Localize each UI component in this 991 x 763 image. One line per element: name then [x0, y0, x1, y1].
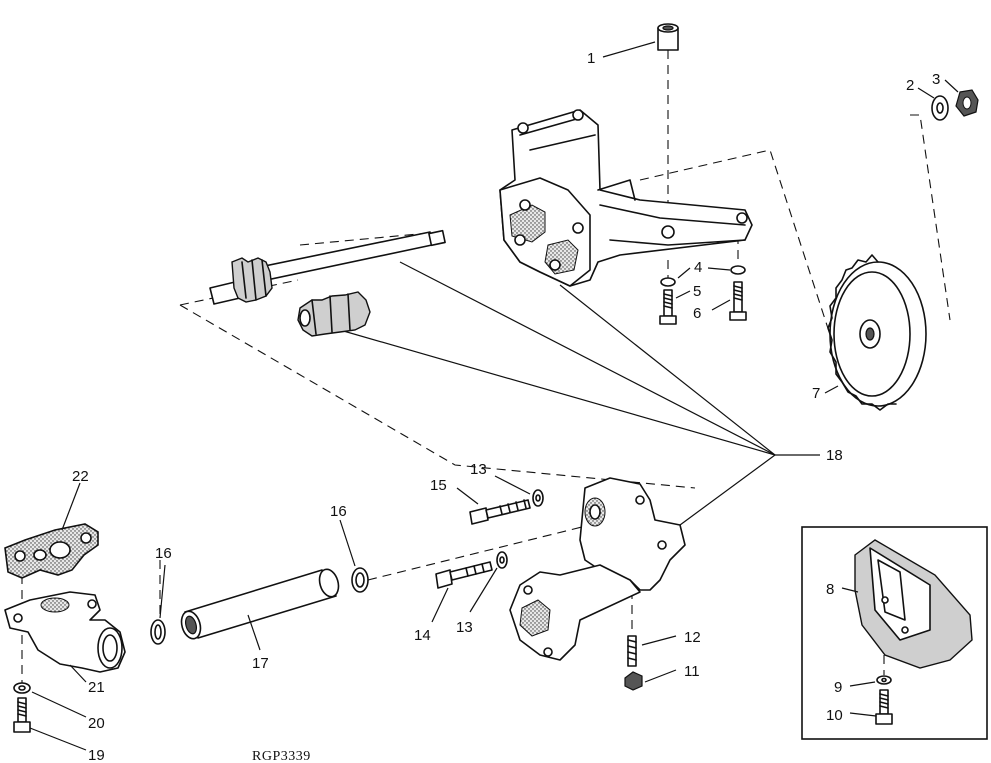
part-6-screw [711, 281, 747, 321]
callout-17: 17 [252, 655, 269, 672]
callout-21: 21 [88, 679, 105, 696]
part-16-ring-left [150, 564, 166, 645]
part-15-bolt [456, 487, 531, 525]
part-12-stud [627, 635, 677, 667]
callout-16-right: 16 [330, 503, 347, 520]
callout-22: 22 [72, 468, 89, 485]
part-4-washers [660, 265, 746, 287]
part-11-nut [624, 669, 677, 691]
part-14-bolt [431, 561, 493, 623]
callout-13-upper: 13 [470, 461, 487, 478]
drive-shaft-gear [209, 229, 446, 305]
assembly-guide-lines [21, 50, 951, 690]
callout-11: 11 [684, 663, 700, 680]
callout-4: 4 [694, 259, 702, 276]
callout-8: 8 [826, 581, 834, 598]
part-2-washer [917, 87, 949, 121]
callout-2: 2 [906, 77, 914, 94]
part-9-washer [849, 675, 892, 687]
callout-5: 5 [693, 283, 701, 300]
part-13-washer-upper [494, 475, 544, 507]
part-22-gasket [4, 482, 99, 579]
part-8-pump-shield [841, 539, 973, 669]
part-3-nut [944, 79, 979, 117]
part-16-ring-right [339, 519, 369, 593]
pump-body-lower [509, 477, 686, 661]
part-7-drive-gear [824, 254, 927, 411]
part-1-bushing [602, 23, 679, 58]
part-5-screw [659, 289, 691, 325]
part-19-screw [13, 697, 87, 751]
callout-labels: 1 2 3 4 5 6 7 8 9 10 11 12 13 13 14 15 1… [72, 50, 940, 763]
pump-housing-upper [499, 109, 753, 287]
callout-16-left: 16 [155, 545, 172, 562]
leader-lines-18 [339, 261, 820, 526]
callout-14: 14 [414, 627, 431, 644]
figure-code: RGP3339 [252, 749, 311, 763]
callout-18: 18 [826, 447, 843, 464]
part-21-suction-elbow [4, 591, 126, 683]
part-13-washer-lower [469, 551, 508, 613]
callout-6: 6 [693, 305, 701, 322]
callout-19: 19 [88, 747, 105, 763]
part-17-tube [180, 568, 340, 651]
part-10-screw [849, 689, 893, 725]
callout-1: 1 [587, 50, 595, 67]
inset-panel [801, 526, 988, 740]
callout-7: 7 [812, 385, 820, 402]
callout-10: 10 [826, 707, 843, 724]
callout-9: 9 [834, 679, 842, 696]
idler-gear [297, 291, 371, 337]
callout-15: 15 [430, 477, 447, 494]
part-20-washer [13, 682, 87, 718]
callout-12: 12 [684, 629, 701, 646]
callout-13-lower: 13 [456, 619, 473, 636]
callout-20: 20 [88, 715, 105, 732]
callout-3: 3 [932, 71, 940, 88]
